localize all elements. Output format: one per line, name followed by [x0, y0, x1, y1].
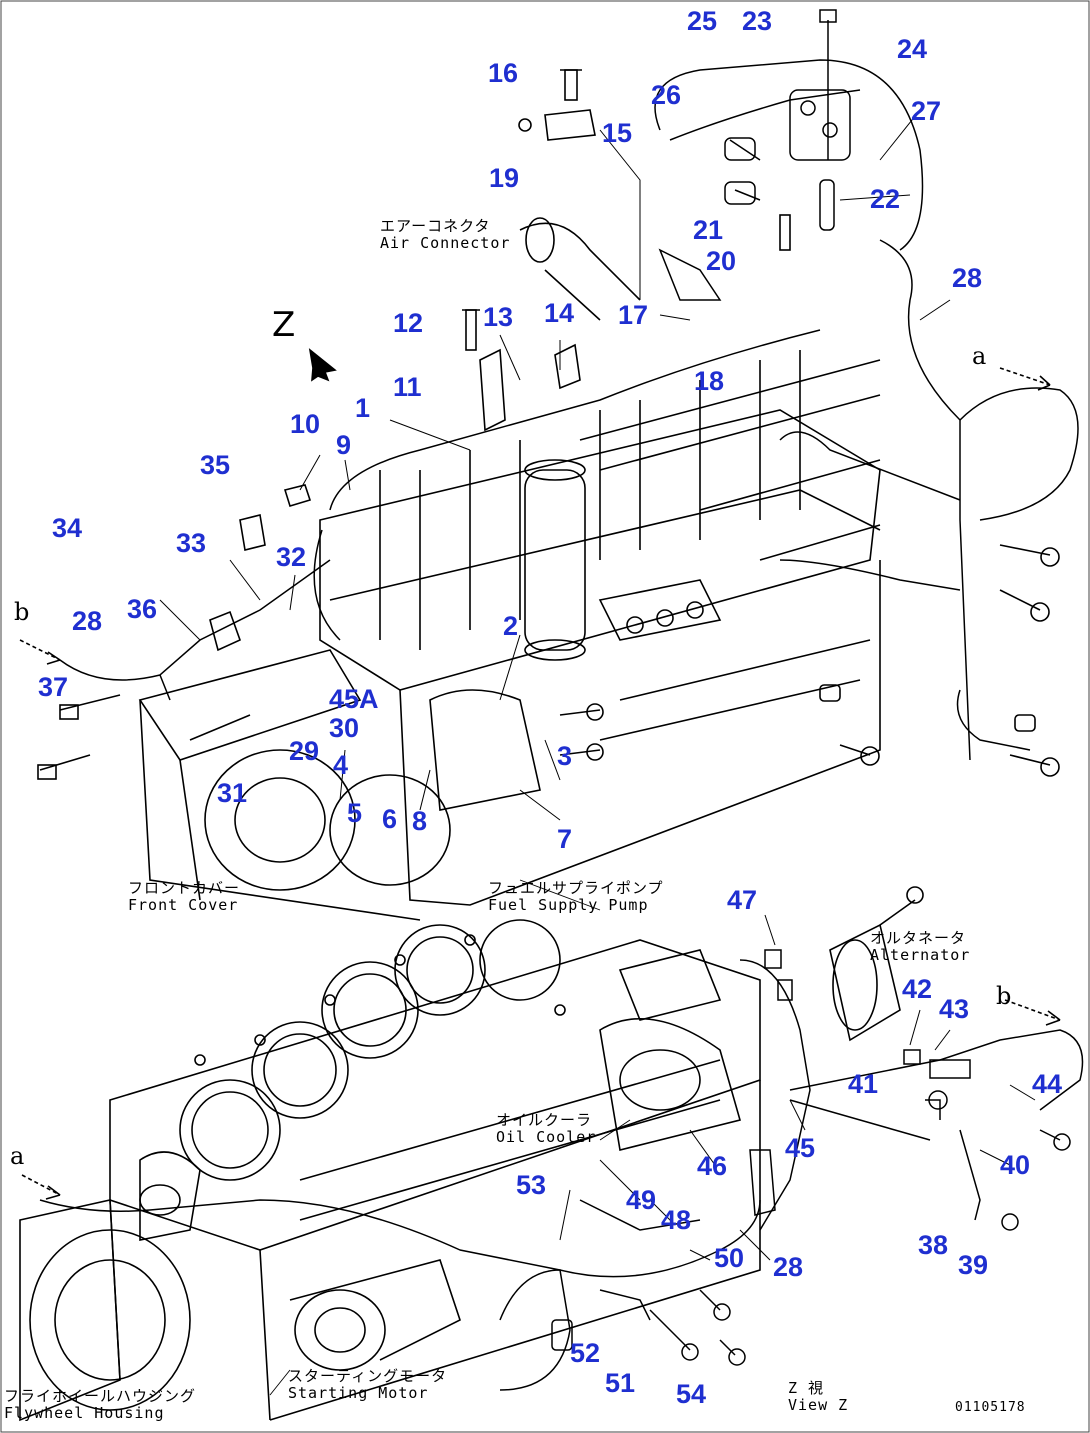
callout-27: 27	[911, 96, 942, 126]
callout-28-left: 28	[72, 606, 103, 636]
callout-47: 47	[727, 885, 758, 915]
callout-3: 3	[557, 741, 573, 771]
callout-28-lower: 28	[773, 1252, 804, 1282]
callout-45: 45	[785, 1133, 816, 1163]
callout-39: 39	[958, 1250, 989, 1280]
drawing-number: 01105178	[955, 1400, 1026, 1415]
callout-21: 21	[693, 215, 724, 245]
section-tag-b-right: b	[996, 982, 1012, 1010]
callout-23: 23	[742, 6, 773, 36]
label-oil-cooler: オイルクーラ Oil Cooler	[496, 1111, 597, 1147]
callout-15: 15	[602, 118, 633, 148]
callout-31: 31	[217, 778, 248, 808]
callout-17: 17	[618, 300, 649, 330]
callout-16: 16	[488, 58, 519, 88]
lower-wiring-harness	[39, 949, 1084, 1391]
section-arrow-a-lower	[21, 1174, 61, 1196]
callout-7: 7	[557, 824, 573, 854]
callout-28-upper-right: 28	[952, 263, 983, 293]
callout-41: 41	[848, 1069, 879, 1099]
section-arrow-b-right	[1004, 999, 1061, 1021]
label-alternator: オルタネータ Alternator	[870, 929, 971, 965]
callout-22: 22	[870, 184, 901, 214]
callout-24: 24	[897, 34, 928, 64]
callout-13: 13	[483, 302, 514, 332]
callout-30: 30	[329, 713, 360, 743]
callout-50: 50	[714, 1243, 745, 1273]
callout-14: 14	[544, 298, 575, 328]
callout-44: 44	[1032, 1069, 1063, 1099]
callout-42: 42	[902, 974, 933, 1004]
callout-25: 25	[687, 6, 718, 36]
upper-hardware	[37, 69, 1060, 780]
callout-43: 43	[939, 994, 970, 1024]
label-air-connector: エアーコネクタ Air Connector	[380, 217, 511, 253]
alternator-outline	[829, 886, 924, 1042]
callout-5: 5	[347, 798, 363, 828]
callout-29: 29	[289, 736, 320, 766]
callout-51: 51	[605, 1368, 636, 1398]
section-tag-a-lower: a	[10, 1142, 25, 1170]
upper-wiring-harness	[59, 9, 1079, 761]
label-flywheel-housing: フライホイールハウジング Flywheel Housing	[4, 1387, 197, 1423]
callout-54: 54	[676, 1379, 707, 1409]
callout-4: 4	[333, 750, 349, 780]
section-arrow-b-left	[19, 639, 61, 661]
callout-36: 36	[127, 594, 158, 624]
callout-12: 12	[393, 308, 424, 338]
callout-2: 2	[503, 611, 519, 641]
upper-leader-lines	[159, 109, 951, 821]
callout-10: 10	[290, 409, 321, 439]
callout-6: 6	[382, 804, 398, 834]
upper-engine-block	[138, 350, 881, 921]
label-fuel-supply-pump: フュエルサプライポンプ Fuel Supply Pump	[488, 879, 664, 915]
callout-46: 46	[697, 1151, 728, 1181]
callout-45A: 45A	[329, 684, 379, 714]
lower-engine-block	[19, 919, 761, 1422]
callout-35: 35	[200, 450, 231, 480]
callout-19: 19	[489, 163, 520, 193]
label-starting-motor: スターティングモータ Starting Motor	[288, 1367, 448, 1403]
air-connector-pipe	[519, 217, 641, 321]
callout-32: 32	[276, 542, 307, 572]
callout-37: 37	[38, 672, 69, 702]
section-tag-a-upper: a	[972, 342, 987, 370]
lower-leader-lines	[559, 914, 1036, 1261]
callout-52: 52	[570, 1338, 601, 1368]
callout-20: 20	[706, 246, 737, 276]
section-arrow-a-upper	[999, 367, 1051, 386]
view-z-marker: Z	[272, 305, 296, 345]
callout-1: 1	[355, 393, 371, 423]
callout-38: 38	[918, 1230, 949, 1260]
callout-40: 40	[1000, 1150, 1031, 1180]
label-view-z: Z 視 View Z	[788, 1379, 849, 1415]
callout-33: 33	[176, 528, 207, 558]
callout-53: 53	[516, 1170, 547, 1200]
callout-26: 26	[651, 80, 682, 110]
callout-18: 18	[694, 366, 725, 396]
view-z-arrow	[308, 348, 337, 382]
callout-49: 49	[626, 1185, 657, 1215]
section-tag-b-left: b	[14, 598, 30, 626]
callout-34: 34	[52, 513, 83, 543]
label-front-cover: フロントカバー Front Cover	[128, 879, 241, 915]
callout-11: 11	[393, 372, 422, 402]
callout-9: 9	[336, 430, 352, 460]
callout-48: 48	[661, 1205, 692, 1235]
callout-8: 8	[412, 806, 428, 836]
